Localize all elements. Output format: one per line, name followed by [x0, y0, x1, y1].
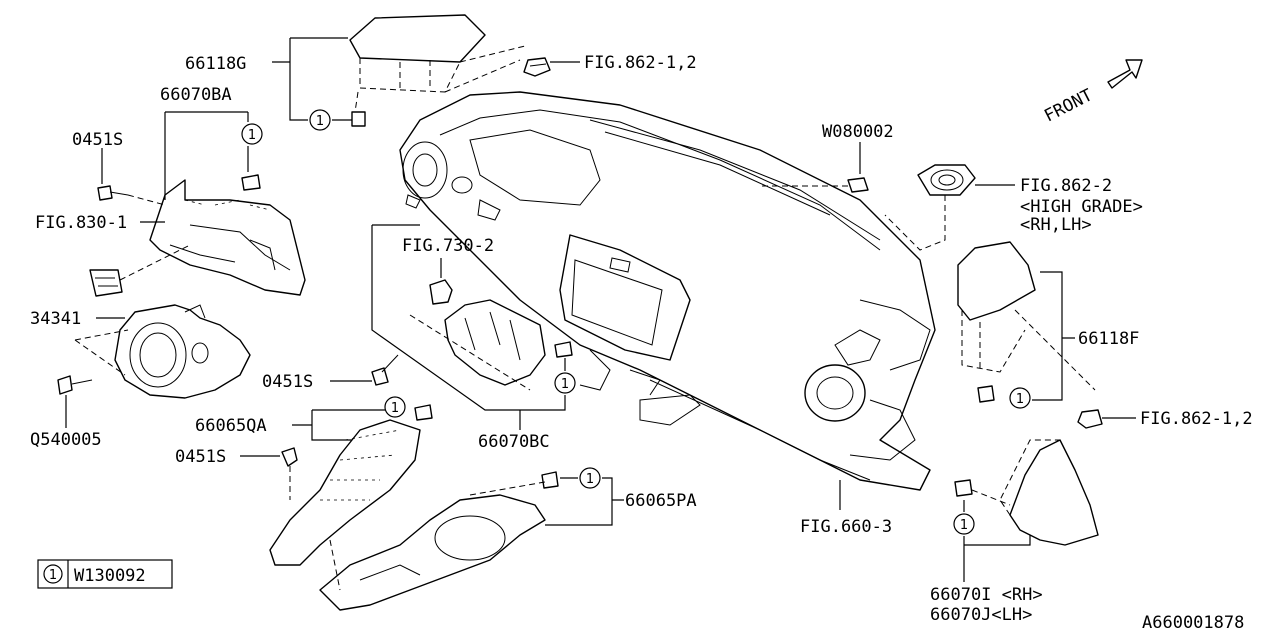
callout-number: 1 [960, 518, 968, 533]
label-66065qa: 66065QA [195, 416, 267, 436]
label-q540005: Q540005 [30, 430, 102, 450]
part-66065qa [269, 404, 433, 566]
callout-number: 1 [391, 401, 399, 416]
clip-0451s-middle [371, 354, 399, 386]
part-66070i-j [954, 439, 1099, 546]
part-66065pa [319, 471, 559, 611]
label-66070i: 66070I <RH> [930, 585, 1043, 605]
label-0451s-upper: 0451S [72, 130, 123, 150]
part-34341 [114, 304, 251, 399]
legend-part: W130092 [74, 566, 146, 586]
label-66118f: 66118F [1078, 329, 1139, 349]
label-fig660-3: FIG.660-3 [800, 517, 892, 537]
label-34341: 34341 [30, 309, 81, 329]
label-66070ba: 66070BA [160, 85, 232, 105]
label-fig862-top: FIG.862-1,2 [584, 53, 697, 73]
front-arrow [1107, 59, 1143, 89]
label-fig862-right: FIG.862-1,2 [1140, 409, 1253, 429]
diagram-id: A660001878 [1142, 613, 1244, 633]
label-66070j: 66070J<LH> [930, 605, 1032, 625]
part-66118g [349, 14, 526, 127]
legend-number: 1 [49, 568, 57, 583]
speaker-fig862-2 [917, 164, 976, 196]
grommet-fig862-right [1077, 409, 1103, 429]
clip-0451s-upper [97, 185, 129, 201]
label-0451s-lower: 0451S [175, 447, 226, 467]
grommet-fig862-top [523, 57, 551, 77]
instrument-panel [399, 91, 936, 491]
label-fig830-1: FIG.830-1 [35, 213, 127, 233]
clip-0451s-lower [281, 447, 298, 500]
callout-circle [309, 109, 331, 131]
bracket-fig830 [89, 269, 123, 297]
label-w080002: W080002 [822, 122, 894, 142]
callout-number: 1 [248, 128, 256, 143]
label-66070bc: 66070BC [478, 432, 550, 452]
callout-number: 1 [561, 377, 569, 392]
callout-number: 1 [586, 472, 594, 487]
part-66118f [957, 241, 1036, 403]
label-66118g: 66118G [185, 54, 246, 74]
label-0451s-middle: 0451S [262, 372, 313, 392]
label-high-grade: <HIGH GRADE> [1020, 197, 1143, 217]
part-w080002 [847, 177, 869, 193]
legend: 1 W130092 [37, 559, 173, 589]
callout-number: 1 [316, 114, 324, 129]
label-fig730-2: FIG.730-2 [402, 236, 494, 256]
label-fig862-2: FIG.862-2 [1020, 176, 1112, 196]
label-rh-lh: <RH,LH> [1020, 215, 1092, 235]
part-66070ba [149, 174, 306, 296]
screw-q540005 [57, 375, 93, 395]
callout-number: 1 [1016, 392, 1024, 407]
label-front: FRONT [1041, 85, 1096, 126]
label-66065pa: 66065PA [625, 491, 697, 511]
part-66070bc [429, 279, 573, 386]
